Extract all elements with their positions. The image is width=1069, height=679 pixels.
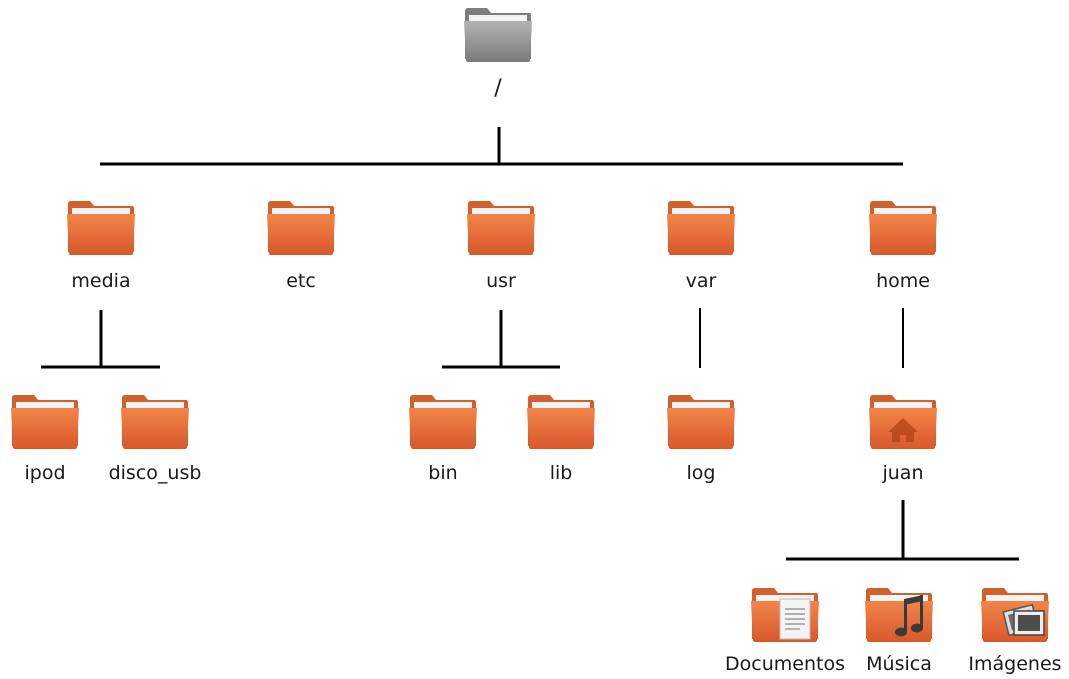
folder-root-label: /	[494, 76, 502, 101]
folder-disco-usb-label: disco_usb	[108, 462, 202, 484]
folder-musica-label: Música	[866, 653, 932, 675]
folder-lib-label: lib	[549, 462, 573, 484]
folder-imagenes-label: Imágenes	[968, 653, 1062, 675]
folder-bin-label: bin	[428, 462, 458, 484]
folder-ipod-label: ipod	[24, 462, 66, 484]
folder-etc-label: etc	[286, 270, 316, 292]
folder-documentos-label: Documentos	[725, 653, 845, 675]
folder-usr-label: usr	[486, 270, 516, 292]
folder-media-label: media	[71, 270, 131, 292]
folder-juan-label: juan	[882, 462, 924, 484]
folder-var-label: var	[685, 270, 717, 292]
folder-home-label: home	[876, 270, 930, 292]
folder-log-label: log	[686, 462, 716, 484]
